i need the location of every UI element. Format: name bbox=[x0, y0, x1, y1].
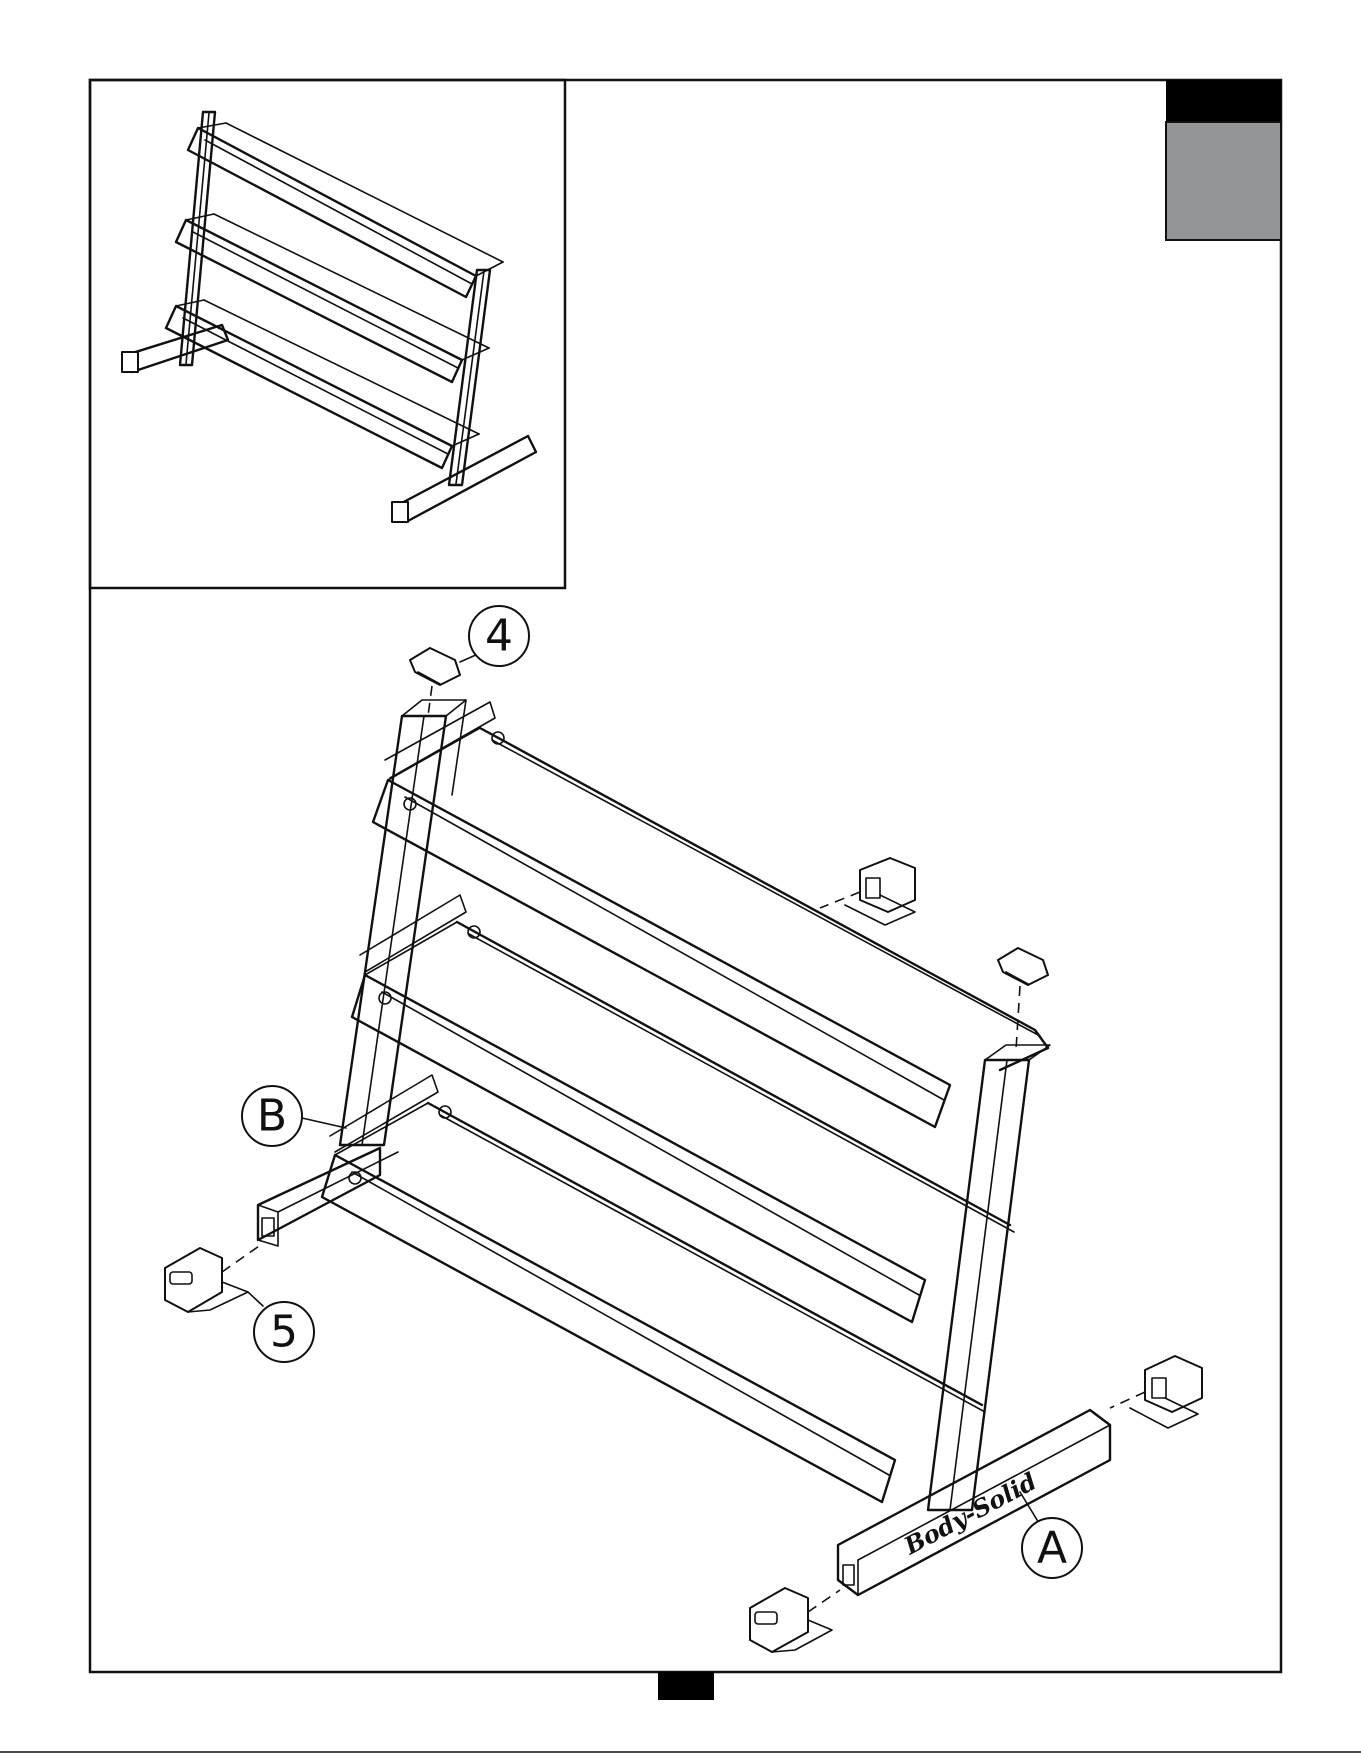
assembly-line-cap-rear bbox=[428, 686, 432, 716]
assembly-line-foot-rear-right bbox=[820, 892, 860, 908]
body-solid-logo: Body-Solid bbox=[898, 1466, 1041, 1560]
rear-base bbox=[258, 1148, 398, 1246]
inset-rear-upright bbox=[180, 112, 215, 365]
assembly-line-cap-front bbox=[1016, 986, 1020, 1050]
tray-top bbox=[373, 702, 1048, 1127]
tray-bottom bbox=[322, 1075, 985, 1502]
end-cap-rear bbox=[410, 648, 460, 685]
assembly-line-foot-rear bbox=[222, 1244, 262, 1272]
inset-front-base bbox=[392, 436, 536, 522]
section-tab-gray bbox=[1166, 122, 1281, 240]
assembly-line-foot-front bbox=[808, 1590, 840, 1612]
callout-a: A bbox=[1020, 1492, 1082, 1578]
page-frame bbox=[90, 80, 1281, 1672]
callout-b: B bbox=[242, 1086, 346, 1146]
inset-tray-bottom bbox=[166, 300, 479, 468]
callout-4: 4 bbox=[460, 606, 529, 666]
section-tab bbox=[1166, 80, 1281, 240]
end-cap-front bbox=[998, 948, 1048, 985]
assembly-line-foot-front-right bbox=[1110, 1392, 1145, 1408]
callout-5: 5 bbox=[248, 1292, 314, 1362]
foot-cap-front bbox=[750, 1588, 832, 1652]
callout-5-label: 5 bbox=[270, 1307, 298, 1358]
foot-cap-front-right bbox=[1130, 1356, 1202, 1428]
callout-a-label: A bbox=[1037, 1523, 1067, 1574]
section-tab-black bbox=[1166, 80, 1281, 122]
tray-middle bbox=[352, 895, 1014, 1322]
foot-cap-rear-right bbox=[845, 858, 915, 925]
callout-b-label: B bbox=[257, 1091, 287, 1142]
callout-4-label: 4 bbox=[485, 611, 513, 662]
inset-assembled-rack bbox=[122, 112, 536, 522]
foot-cap-rear bbox=[165, 1248, 248, 1312]
inset-frame bbox=[90, 80, 565, 588]
page-number-box bbox=[658, 1672, 714, 1700]
exploded-view: Body-Solid bbox=[165, 648, 1202, 1652]
